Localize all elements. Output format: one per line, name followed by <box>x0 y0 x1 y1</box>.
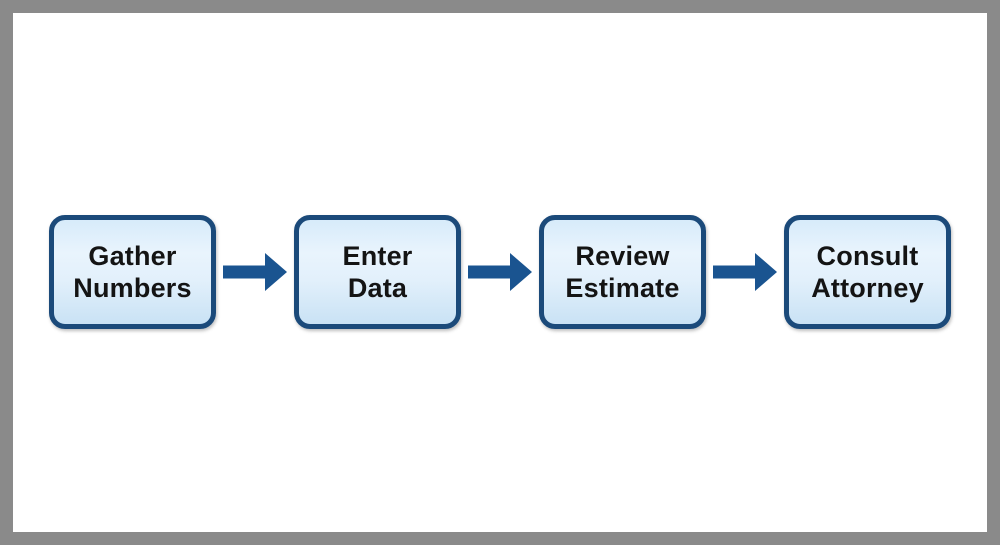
flow-step-gather-numbers: Gather Numbers <box>49 214 216 329</box>
step-label-line: Consult <box>816 240 919 271</box>
step-label-line: Enter <box>342 240 413 271</box>
step-label-line: Review <box>575 240 670 271</box>
step-label-line: Attorney <box>811 272 924 303</box>
arrow-right-icon <box>468 252 532 291</box>
step-label-line: Data <box>347 272 408 303</box>
flow-step-enter-data: Enter Data <box>294 214 461 329</box>
arrow-right-icon <box>713 252 777 291</box>
arrow-right-icon <box>223 252 287 291</box>
flowchart: Gather Numbers Enter Data Review Estimat… <box>49 214 951 329</box>
step-label-line: Estimate <box>565 272 680 303</box>
step-label-line: Gather <box>88 240 177 271</box>
step-label-line: Numbers <box>73 272 192 303</box>
flow-step-review-estimate: Review Estimate <box>539 214 706 329</box>
flow-step-consult-attorney: Consult Attorney <box>784 214 951 329</box>
